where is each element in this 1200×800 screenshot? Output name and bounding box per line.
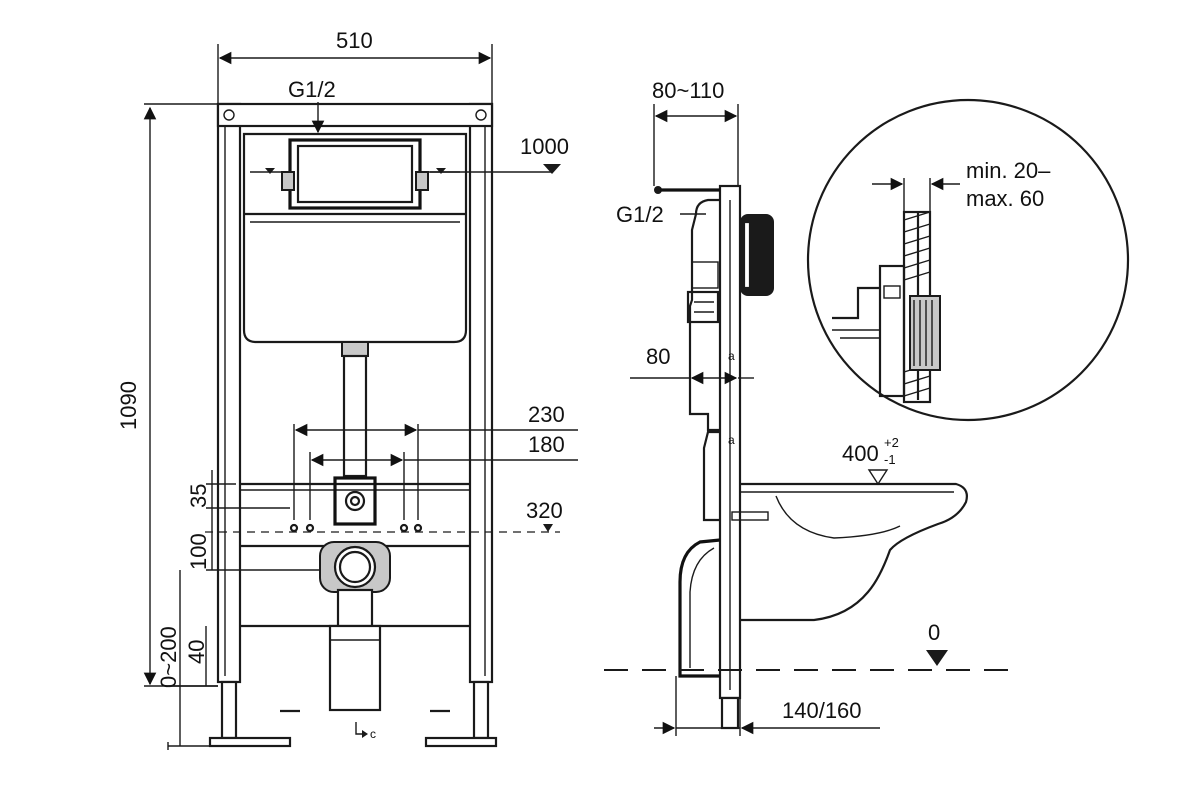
wall-hung-toilet: [731, 482, 968, 622]
stud-height-dimension: 320: [526, 498, 563, 532]
floor-level-label: 0: [928, 620, 940, 645]
cistern-level-dimension: 1000: [430, 134, 569, 174]
corner-mark: c: [370, 727, 376, 741]
foot-dim-label: 40: [184, 640, 209, 664]
wall-detail-view: min. 20– max. 60: [806, 98, 1130, 422]
stud-inner-label: 180: [528, 432, 565, 457]
stud-spacing-dimensions: 230 180: [293, 402, 578, 520]
front-view: c 510 G1/2 1090 1000: [116, 28, 578, 750]
depth-range-dimension: 80~110: [652, 78, 739, 186]
wall-thickness-dimension: min. 20– max. 60: [872, 158, 1051, 212]
bowl-height-marker: 400 +2 -1: [842, 435, 899, 486]
width-dimension: 510: [217, 28, 493, 104]
bowl-tolerance-minus: -1: [884, 452, 896, 467]
svg-text:a: a: [728, 433, 735, 447]
floor-offset-label: 140/160: [782, 698, 862, 723]
height-dim-label: 1090: [116, 381, 141, 430]
depth-range-label: 80~110: [652, 78, 724, 103]
bowl-tolerance-plus: +2: [884, 435, 899, 450]
inlet-label-front: G1/2: [288, 77, 336, 102]
svg-text:a: a: [728, 349, 735, 363]
bowl-height-label: 400: [842, 441, 879, 466]
side-view: 80~110 G1/2 a: [604, 78, 1010, 736]
frame-depth-label: 80: [646, 344, 670, 369]
wall-thickness-line2: max. 60: [966, 186, 1044, 211]
mounting-studs: [205, 523, 560, 533]
floor-offset-dimension: 140/160: [654, 676, 880, 736]
cistern-level-label: 1000: [520, 134, 569, 159]
frame-legs: c: [208, 680, 498, 748]
water-connection: [333, 476, 377, 526]
side-frame: G1/2 a a: [616, 184, 774, 730]
stud-height-label: 320: [526, 498, 563, 523]
floor-level: 0: [604, 620, 1010, 671]
drain-connection: [319, 541, 391, 712]
inlet-callout-front: G1/2: [288, 77, 336, 134]
offset-35-label: 35: [186, 484, 211, 508]
cistern: [242, 132, 468, 478]
width-dim-label: 510: [336, 28, 373, 53]
inlet-label-side: G1/2: [616, 202, 664, 227]
wall-thickness-line1: min. 20–: [966, 158, 1051, 183]
height-dimension: 1090: [116, 103, 218, 687]
offset-100-label: 100: [186, 533, 211, 570]
stud-outer-label: 230: [528, 402, 565, 427]
frame-uprights: [216, 102, 494, 684]
frame-depth-dimension: 80: [630, 344, 754, 385]
left-vertical-dimensions: 35 100 0~200 40: [156, 470, 320, 750]
adjust-range-label: 0~200: [156, 626, 181, 688]
